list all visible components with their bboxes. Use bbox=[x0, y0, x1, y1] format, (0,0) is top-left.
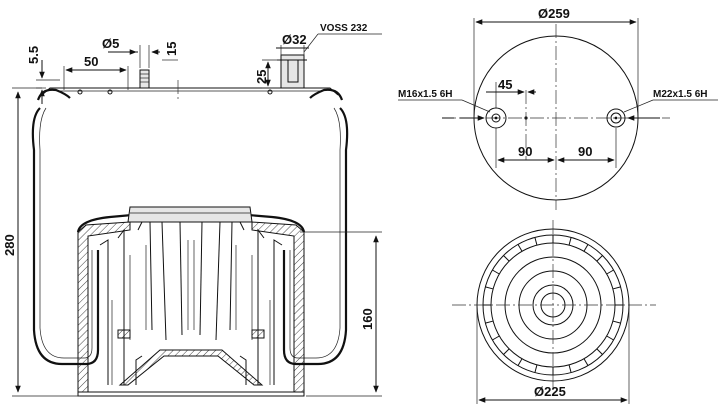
bottom-rib bbox=[534, 237, 538, 246]
bottom-rib bbox=[596, 255, 603, 262]
port-m22 bbox=[606, 108, 626, 128]
top-plate bbox=[41, 87, 339, 96]
bottom-rib bbox=[583, 358, 589, 366]
dim-hole-dia: Ø5 bbox=[102, 36, 119, 51]
bottom-rib bbox=[596, 348, 603, 355]
bottom-rib bbox=[517, 358, 523, 366]
dim-spacing-left: 90 bbox=[518, 144, 532, 159]
top-view: Ø259 45 90 90 M16x1.5 6H M22x1.5 6H bbox=[398, 6, 718, 210]
dim-top-plate-dia: Ø259 bbox=[538, 6, 570, 21]
bottom-rib bbox=[503, 348, 510, 355]
mounting-stud bbox=[139, 69, 150, 89]
dim-piston-height: 160 bbox=[360, 308, 375, 330]
dim-overall-height: 280 bbox=[2, 234, 17, 256]
bottom-rib bbox=[485, 320, 494, 324]
bottom-rib bbox=[503, 255, 510, 262]
dim-spacing-right: 90 bbox=[578, 144, 592, 159]
piston-ribs bbox=[99, 221, 283, 385]
bottom-rib bbox=[606, 269, 614, 275]
piston-body bbox=[77, 221, 131, 393]
dim-stud-width: 15 bbox=[164, 42, 179, 56]
bottom-rib bbox=[568, 364, 572, 373]
bottom-rib bbox=[485, 286, 494, 290]
dim-hole-spacing: 50 bbox=[84, 54, 98, 69]
bottom-rib bbox=[492, 335, 500, 341]
port-type-label: VOSS 232 bbox=[320, 23, 368, 34]
bottom-ribs bbox=[483, 235, 623, 375]
bottom-rib bbox=[492, 269, 500, 275]
dim-port-height: 25 bbox=[254, 70, 269, 84]
thread-right-label: M22x1.5 6H bbox=[653, 89, 707, 100]
thread-left-label: M16x1.5 6H bbox=[398, 89, 452, 100]
dim-port-dia: Ø32 bbox=[282, 32, 307, 47]
bottom-rib bbox=[612, 320, 621, 324]
bottom-rib bbox=[517, 244, 523, 252]
piston-cone bbox=[118, 349, 264, 386]
crimp-right bbox=[309, 88, 344, 101]
bellows bbox=[31, 107, 100, 366]
dim-top-offset: 5.5 bbox=[26, 46, 41, 64]
bottom-rib bbox=[612, 286, 621, 290]
dim-offset-45: 45 bbox=[498, 77, 512, 92]
dim-piston-dia: Ø225 bbox=[534, 384, 566, 399]
bottom-rib bbox=[534, 364, 538, 373]
bottom-rib bbox=[606, 335, 614, 341]
bottom-view: Ø225 bbox=[452, 220, 656, 404]
side-view: 280 160 5.5 50 Ø5 15 Ø32 bbox=[2, 23, 382, 397]
bottom-rib bbox=[583, 244, 589, 252]
bottom-rib bbox=[568, 237, 572, 246]
